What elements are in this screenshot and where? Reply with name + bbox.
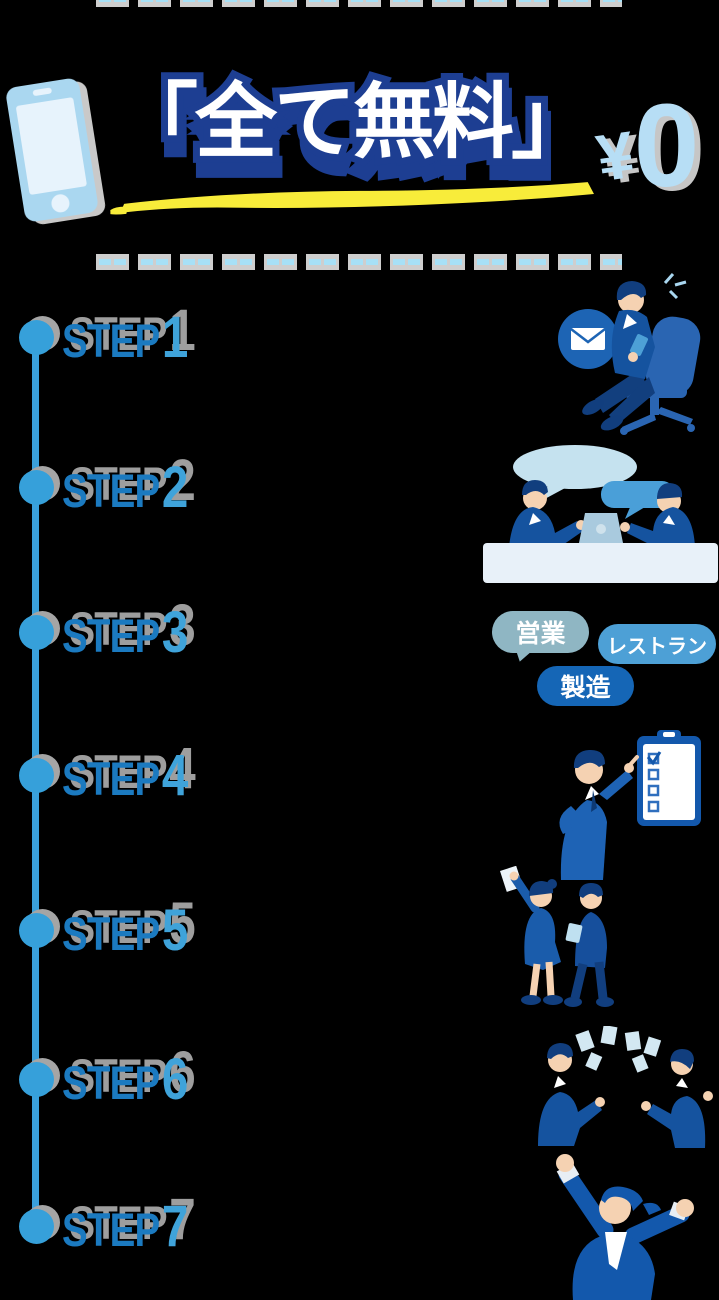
price-amount: 0: [633, 80, 700, 212]
sparkle-icon: [663, 273, 687, 300]
step4-number: 4: [161, 743, 189, 808]
step7-label: STEP 7: [62, 1194, 189, 1259]
dashed-divider-middle: [96, 254, 622, 270]
step5-number: 5: [161, 898, 189, 963]
illustration-step4-checklist: [559, 730, 701, 880]
envelope-icon: [570, 328, 606, 350]
smartphone-icon: [6, 78, 98, 222]
step1-word: STEP: [62, 314, 160, 367]
step6-word: STEP: [62, 1056, 160, 1109]
step6-number: 6: [161, 1047, 189, 1112]
yellow-highlight-stroke: [110, 182, 594, 215]
step4-word: STEP: [62, 752, 160, 805]
step5-word: STEP: [62, 907, 160, 960]
step6-label: STEP 6: [62, 1047, 189, 1112]
illustration-step6-exchange: [538, 1026, 713, 1148]
yen-symbol: ¥: [592, 116, 639, 195]
step2-word: STEP: [62, 464, 160, 517]
tag-sales-label: 営業: [515, 620, 566, 648]
timeline-dot-step3: [19, 615, 54, 650]
tag-manufacturing-label: 製造: [560, 674, 611, 702]
tag-restaurant-label: レストラン: [607, 635, 707, 658]
page-title: 「全て無料」: [116, 76, 593, 171]
tag-restaurant: レストラン: [598, 624, 716, 664]
dashed-divider-top: [96, 0, 622, 7]
timeline-dot-step4: [19, 758, 54, 793]
timeline-dot-step1: [19, 320, 54, 355]
step3-number: 3: [161, 600, 189, 665]
timeline-dot-step6: [19, 1062, 54, 1097]
step7-number: 7: [161, 1194, 189, 1259]
illustration-step1-person-on-chair: [558, 273, 701, 435]
step3-label: STEP 3: [62, 600, 189, 665]
step4-label: STEP 4: [62, 743, 189, 808]
step2-label: STEP 2: [62, 455, 189, 520]
step5-label: STEP 5: [62, 898, 189, 963]
step1-number: 1: [161, 305, 189, 370]
tag-manufacturing: 製造: [537, 666, 634, 706]
step2-number: 2: [161, 455, 189, 520]
timeline-dot-step7: [19, 1209, 54, 1244]
step1-label: STEP 1: [62, 305, 189, 370]
timeline-dot-step5: [19, 913, 54, 948]
step7-word: STEP: [62, 1203, 160, 1256]
tag-sales: 営業: [492, 611, 589, 653]
step3-word: STEP: [62, 609, 160, 662]
illustration-step2-meeting: [483, 445, 718, 583]
illustration-step5-walking: [499, 866, 614, 1007]
timeline-dot-step2: [19, 470, 54, 505]
price-zero: ¥ 0: [592, 80, 700, 212]
illustration-step7-celebration: [556, 1154, 694, 1300]
